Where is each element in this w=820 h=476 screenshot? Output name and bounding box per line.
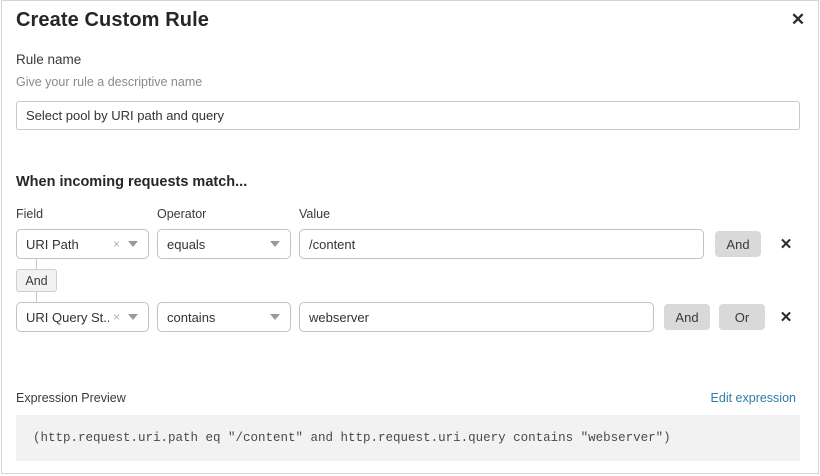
clear-icon[interactable]: ×	[112, 310, 120, 324]
field-select-1-value: URI Path	[26, 236, 79, 252]
operator-select-1-value: equals	[167, 236, 206, 252]
field-select-1[interactable]: URI Path ×	[16, 229, 149, 259]
condition-row: URI Query St... × contains And Or ✕	[2, 302, 820, 334]
rule-name-hint: Give your rule a descriptive name	[16, 75, 203, 89]
value-input-2[interactable]	[299, 302, 654, 332]
and-button-row-2[interactable]: And	[664, 304, 710, 330]
page-title: Create Custom Rule	[16, 9, 209, 31]
rule-name-label: Rule name	[16, 52, 82, 67]
delete-condition-icon-1[interactable]: ✕	[779, 235, 793, 253]
edit-expression-link[interactable]: Edit expression	[710, 391, 796, 405]
rule-name-input[interactable]	[16, 101, 800, 130]
field-select-2-value: URI Query St...	[26, 309, 109, 325]
delete-condition-icon-2[interactable]: ✕	[779, 308, 793, 326]
operator-select-2[interactable]: contains	[157, 302, 291, 332]
operator-select-2-value: contains	[167, 309, 216, 325]
connector-and-badge[interactable]: And	[16, 269, 57, 292]
connector-line-top	[36, 259, 37, 270]
expression-preview-code: (http.request.uri.path eq "/content" and…	[16, 415, 800, 461]
match-section-title: When incoming requests match...	[16, 174, 248, 190]
clear-icon[interactable]: ×	[112, 237, 120, 251]
close-icon[interactable]: ✕	[790, 9, 806, 29]
or-button-row-2[interactable]: Or	[719, 304, 765, 330]
column-header-field: Field	[16, 207, 44, 221]
chevron-down-icon[interactable]	[270, 241, 280, 247]
column-header-value: Value	[299, 207, 331, 221]
chevron-down-icon[interactable]	[128, 241, 138, 247]
condition-row: URI Path × equals And ✕	[2, 229, 820, 261]
operator-select-1[interactable]: equals	[157, 229, 291, 259]
chevron-down-icon[interactable]	[270, 314, 280, 320]
and-button-row-1[interactable]: And	[715, 231, 761, 257]
value-input-1[interactable]	[299, 229, 704, 259]
expression-preview-label: Expression Preview	[16, 391, 126, 405]
connector-line-bottom	[36, 291, 37, 302]
field-select-2[interactable]: URI Query St... ×	[16, 302, 149, 332]
chevron-down-icon[interactable]	[128, 314, 138, 320]
column-header-operator: Operator	[157, 207, 207, 221]
